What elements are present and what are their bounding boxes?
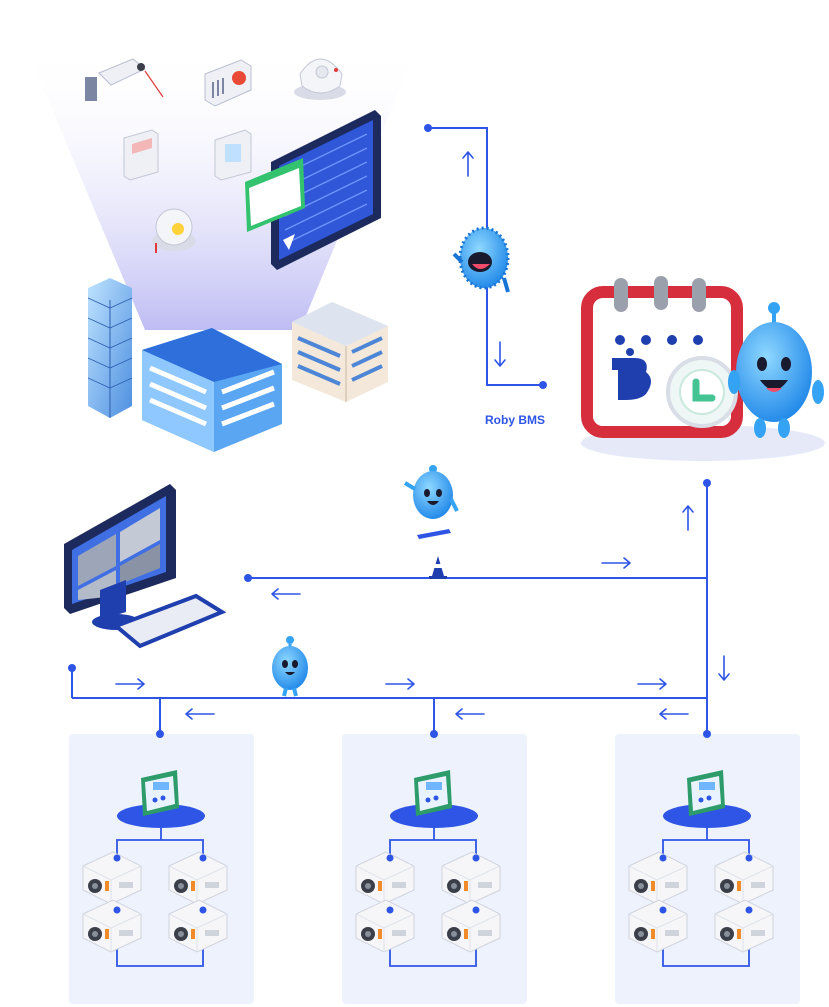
device-spotlight-beam <box>25 45 418 330</box>
arrow-icon <box>601 557 631 569</box>
controller-group-right <box>628 770 774 967</box>
controller-group-left <box>82 770 228 967</box>
office-building-icon <box>142 328 282 452</box>
emergency-button-icon <box>152 208 196 253</box>
arrow-icon <box>637 678 667 690</box>
connection-nodes <box>68 124 711 738</box>
hvac-unit-icon <box>82 899 142 953</box>
dashboard-monitor-icon <box>245 110 381 270</box>
robot-mascot-icon <box>728 302 824 438</box>
arrow-icon <box>185 708 215 720</box>
robot-mascot-icon <box>272 636 308 697</box>
thermostat-icon <box>214 129 252 181</box>
arrow-icon <box>718 655 730 681</box>
hvac-unit-icon <box>628 899 688 953</box>
brand-logo-icon <box>612 348 651 400</box>
hvac-unit-icon <box>168 899 228 953</box>
access-reader-icon <box>204 59 252 107</box>
arrow-icon <box>455 708 485 720</box>
arrow-icon <box>682 505 694 531</box>
security-camera-icon <box>85 58 164 101</box>
traffic-cone-icon <box>429 556 447 579</box>
controller-group-center <box>355 770 501 967</box>
arrow-icon <box>115 678 145 690</box>
skyscraper-icon <box>87 278 133 418</box>
hvac-unit-icon <box>168 851 228 905</box>
controller-board-icon <box>117 770 205 828</box>
arrow-icon <box>271 588 301 600</box>
hvac-unit-icon <box>82 851 142 905</box>
arrow-icon <box>385 678 415 690</box>
controller-board-icon <box>390 770 478 828</box>
hvac-unit-icon <box>714 851 774 905</box>
hospital-building-icon <box>292 302 388 402</box>
arrow-icon <box>659 708 689 720</box>
hvac-unit-icon <box>628 851 688 905</box>
hvac-unit-icon <box>441 851 501 905</box>
controller-board-icon <box>663 770 751 828</box>
arrow-icon <box>462 151 474 177</box>
robot-mascot-icon <box>403 465 459 539</box>
roby-bms-label: Roby BMS <box>485 413 545 427</box>
hvac-unit-icon <box>355 851 415 905</box>
clock-icon <box>666 356 738 428</box>
smoke-detector-icon <box>294 58 346 100</box>
robot-mascot-icon <box>452 226 510 293</box>
arrow-icon <box>494 341 506 367</box>
cctv-workstation-icon <box>64 484 227 649</box>
hvac-unit-icon <box>355 899 415 953</box>
door-sensor-icon <box>123 129 159 181</box>
hvac-unit-icon <box>441 899 501 953</box>
hvac-unit-icon <box>714 899 774 953</box>
